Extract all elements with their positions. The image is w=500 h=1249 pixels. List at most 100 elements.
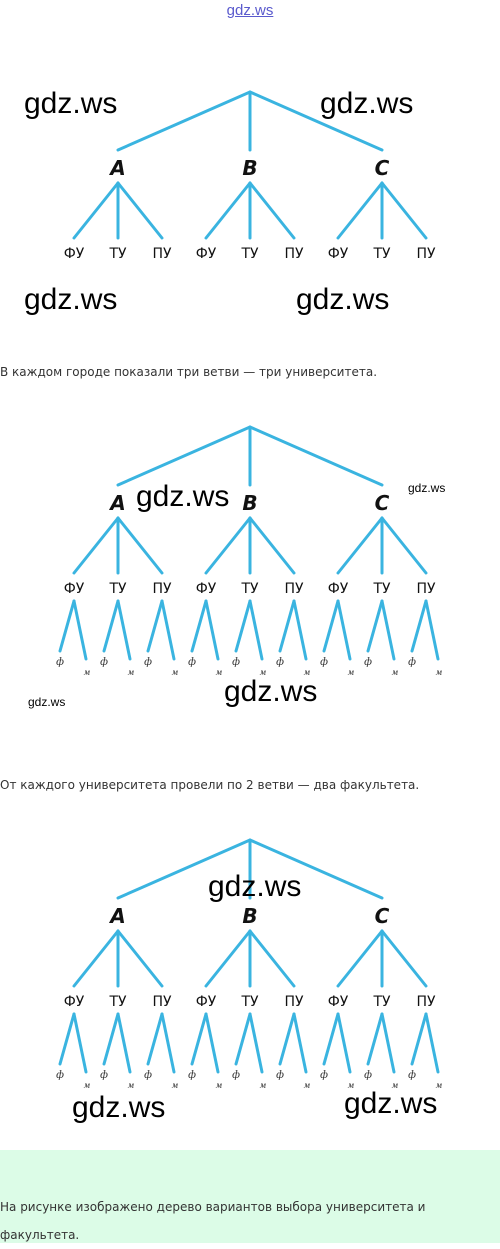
- edge-root-city: [116, 90, 252, 152]
- edge-university-faculty: [116, 1012, 132, 1074]
- edge-university-faculty: [116, 599, 132, 661]
- edge-city-university: [248, 181, 296, 240]
- faculty-label: м: [84, 1081, 91, 1090]
- faculty-label: м: [348, 668, 355, 677]
- note-text: На рисунке изображено дерево вариантов в…: [0, 1200, 426, 1242]
- edge-university-faculty: [278, 1012, 296, 1066]
- faculty-label: м: [172, 668, 179, 677]
- university-label: ПУ: [152, 581, 172, 597]
- edge-city-university: [116, 181, 164, 240]
- university-label: ТУ: [240, 246, 259, 262]
- edge-root-city: [116, 425, 252, 487]
- faculty-label: м: [260, 668, 267, 677]
- university-label: ТУ: [240, 581, 259, 597]
- tree-2-edges: [58, 425, 440, 661]
- edge-university-faculty: [160, 1012, 176, 1074]
- caption-universities: В каждом городе показали три ветви — три…: [0, 365, 378, 379]
- university-label: ПУ: [152, 994, 172, 1010]
- edge-city-university: [336, 516, 384, 575]
- edge-city-university: [116, 516, 164, 575]
- university-label: ТУ: [372, 246, 391, 262]
- faculty-label: ф: [56, 1070, 64, 1081]
- edge-university-faculty: [248, 1012, 264, 1074]
- edge-university-faculty: [204, 1012, 220, 1074]
- city-label: A: [108, 491, 125, 515]
- edge-city-university: [204, 929, 252, 988]
- faculty-label: ф: [364, 657, 372, 668]
- watermark: gdz.ws: [320, 87, 414, 120]
- faculty-label: ф: [188, 657, 196, 668]
- caption-faculties: От каждого университета провели по 2 вет…: [0, 778, 420, 792]
- edge-city-university: [380, 516, 428, 575]
- edge-university-faculty: [292, 1012, 308, 1074]
- edge-city-university: [72, 929, 120, 988]
- edge-university-faculty: [190, 599, 208, 653]
- faculty-label: ф: [100, 657, 108, 668]
- city-label: C: [375, 904, 390, 928]
- faculty-label: м: [216, 668, 223, 677]
- watermark: gdz.ws: [208, 870, 302, 903]
- watermark: gdz.ws: [296, 283, 390, 316]
- edge-university-faculty: [102, 1012, 120, 1066]
- edge-university-faculty: [234, 1012, 252, 1066]
- edge-city-university: [336, 929, 384, 988]
- edge-city-university: [248, 516, 296, 575]
- faculty-label: ф: [232, 1070, 240, 1081]
- edge-university-faculty: [102, 599, 120, 653]
- edge-university-faculty: [58, 599, 76, 653]
- edge-university-faculty: [336, 599, 352, 661]
- city-label: C: [375, 156, 390, 180]
- edge-university-faculty: [424, 1012, 440, 1074]
- faculty-label: м: [128, 1081, 135, 1090]
- faculty-label: ф: [144, 657, 152, 668]
- university-label: ПУ: [284, 994, 304, 1010]
- edge-city-university: [204, 516, 252, 575]
- faculty-label: ф: [408, 1070, 416, 1081]
- edge-university-faculty: [410, 1012, 428, 1066]
- faculty-label: ф: [364, 1070, 372, 1081]
- faculty-label: ф: [232, 657, 240, 668]
- edge-university-faculty: [146, 599, 164, 653]
- university-label: ФУ: [328, 994, 349, 1010]
- edge-city-university: [116, 929, 164, 988]
- university-label: ПУ: [152, 246, 172, 262]
- edge-university-faculty: [366, 1012, 384, 1066]
- university-label: ТУ: [108, 994, 127, 1010]
- tree-1-edges: [72, 90, 428, 240]
- university-label: ФУ: [196, 246, 217, 262]
- watermark: gdz.ws: [24, 87, 118, 120]
- edge-university-faculty: [72, 599, 88, 661]
- faculty-label: ф: [276, 1070, 284, 1081]
- edge-university-faculty: [146, 1012, 164, 1066]
- edge-university-faculty: [380, 599, 396, 661]
- faculty-label: м: [348, 1081, 355, 1090]
- edge-university-faculty: [234, 599, 252, 653]
- faculty-label: м: [436, 668, 443, 677]
- faculty-label: м: [260, 1081, 267, 1090]
- city-label: A: [108, 904, 125, 928]
- edge-university-faculty: [58, 1012, 76, 1066]
- faculty-label: ф: [320, 1070, 328, 1081]
- edge-city-university: [380, 929, 428, 988]
- city-label: B: [242, 156, 257, 180]
- edge-root-city: [248, 838, 384, 900]
- watermark: gdz.ws: [224, 675, 318, 708]
- edge-university-faculty: [380, 1012, 396, 1074]
- edge-city-university: [72, 181, 120, 240]
- watermark-top-link[interactable]: gdz.ws: [226, 2, 274, 19]
- watermark: gdz.ws: [24, 283, 118, 316]
- university-label: ФУ: [196, 994, 217, 1010]
- faculty-label: ф: [144, 1070, 152, 1081]
- city-label: A: [108, 156, 125, 180]
- university-label: ТУ: [372, 994, 391, 1010]
- faculty-label: ф: [276, 657, 284, 668]
- university-label: ПУ: [416, 246, 436, 262]
- edge-university-faculty: [278, 599, 296, 653]
- edge-university-faculty: [160, 599, 176, 661]
- edge-root-city: [116, 838, 252, 900]
- university-label: ТУ: [108, 581, 127, 597]
- edge-university-faculty: [322, 1012, 340, 1066]
